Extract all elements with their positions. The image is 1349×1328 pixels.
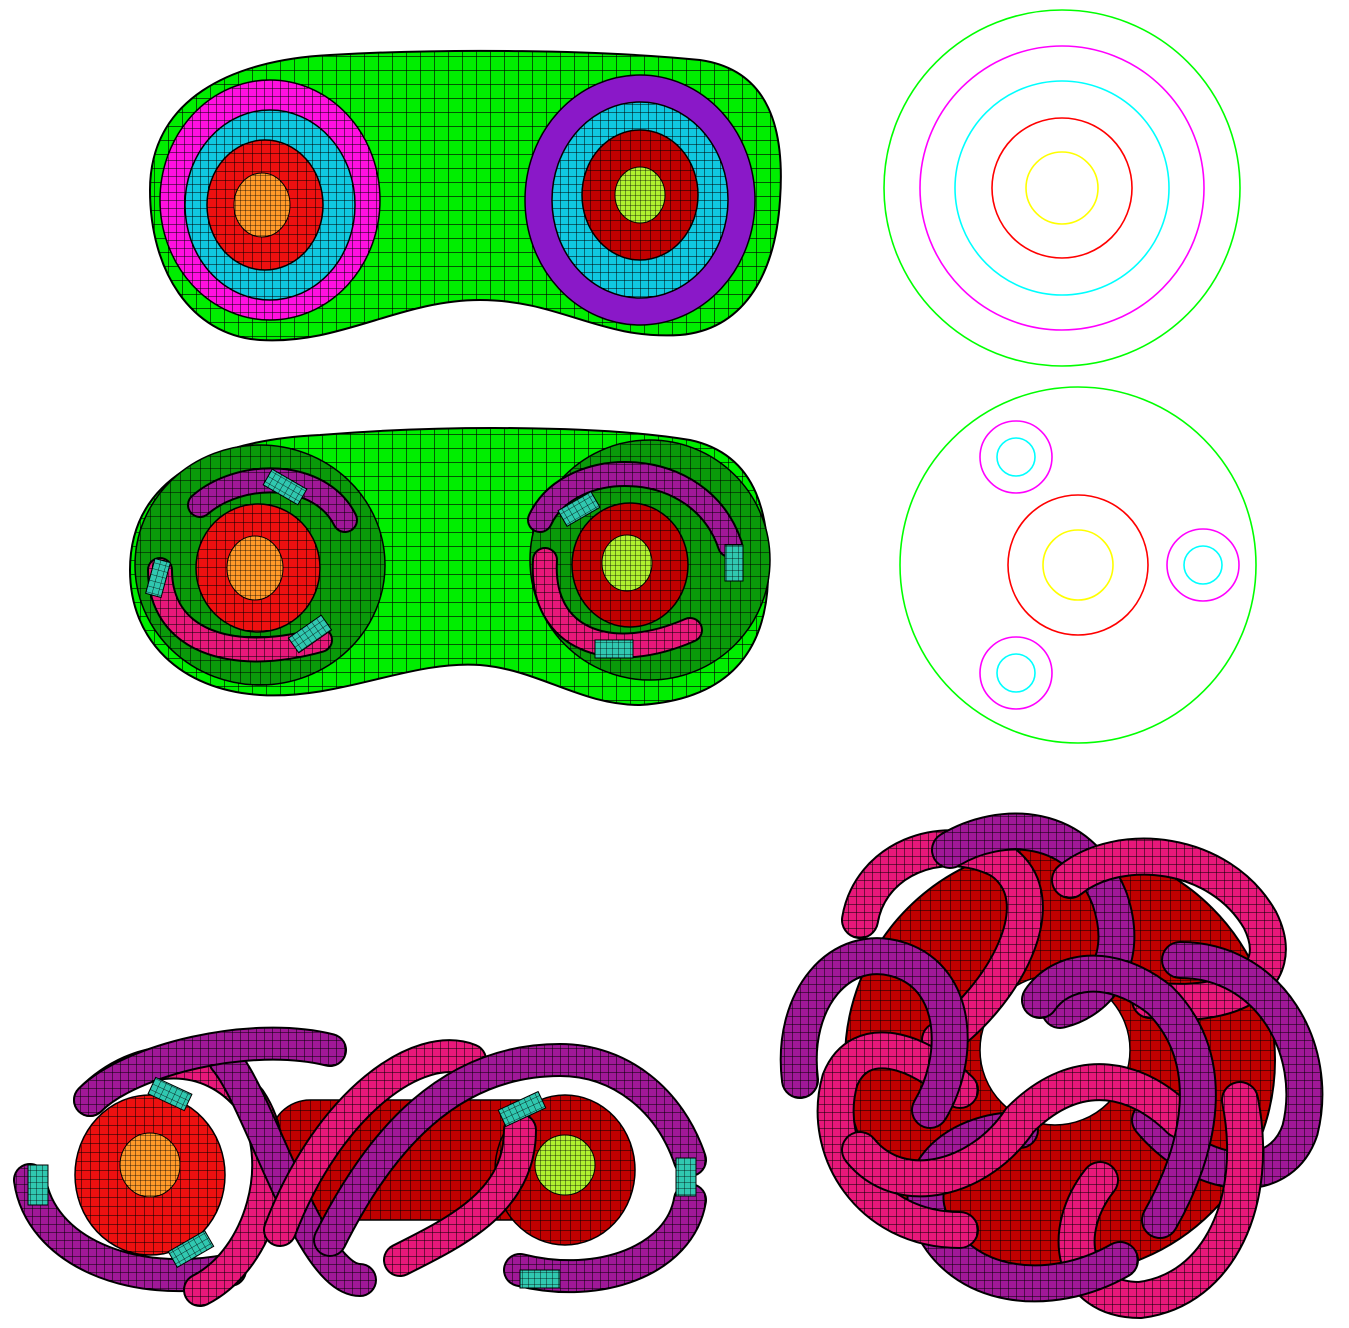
offset-red-circle: [1008, 495, 1148, 635]
side-teal-cap-5: [520, 1270, 560, 1288]
satellite-2-magenta: [1167, 529, 1239, 601]
satellite-3-magenta: [980, 637, 1052, 709]
cyan-circle: [955, 81, 1169, 295]
outer-green-circle: [884, 10, 1240, 366]
satellite-2-cyan: [1184, 546, 1222, 584]
cutaway-left-orange-core: [227, 536, 283, 600]
torus-nested-surfaces-panel: [150, 51, 781, 341]
cutaway-right-lime-core: [602, 535, 652, 591]
helical-tubes-side-panel: [28, 1044, 696, 1290]
satellite-1-magenta: [980, 421, 1052, 493]
side-teal-cap-6: [676, 1158, 696, 1196]
helical-tubes-top-panel: [799, 832, 1305, 1300]
cross-section-offset-panel: [900, 387, 1256, 743]
side-orange-core: [120, 1133, 180, 1197]
yellow-circle: [1026, 152, 1098, 224]
side-teal-cap-1: [28, 1165, 48, 1205]
cutaway-teal-cap-4: [725, 545, 743, 581]
left-orange-core: [234, 173, 290, 237]
torus-cutaway-helical-panel: [130, 428, 770, 705]
side-lime-core: [535, 1135, 595, 1195]
cross-section-concentric-panel: [884, 10, 1240, 366]
satellite-3-cyan: [997, 654, 1035, 692]
magenta-circle: [920, 46, 1204, 330]
satellite-1-cyan: [997, 438, 1035, 476]
offset-outer-green-circle: [900, 387, 1256, 743]
offset-yellow-circle: [1043, 530, 1113, 600]
cutaway-teal-cap-5: [595, 640, 633, 658]
right-lime-core: [615, 167, 665, 223]
red-circle: [992, 118, 1132, 258]
